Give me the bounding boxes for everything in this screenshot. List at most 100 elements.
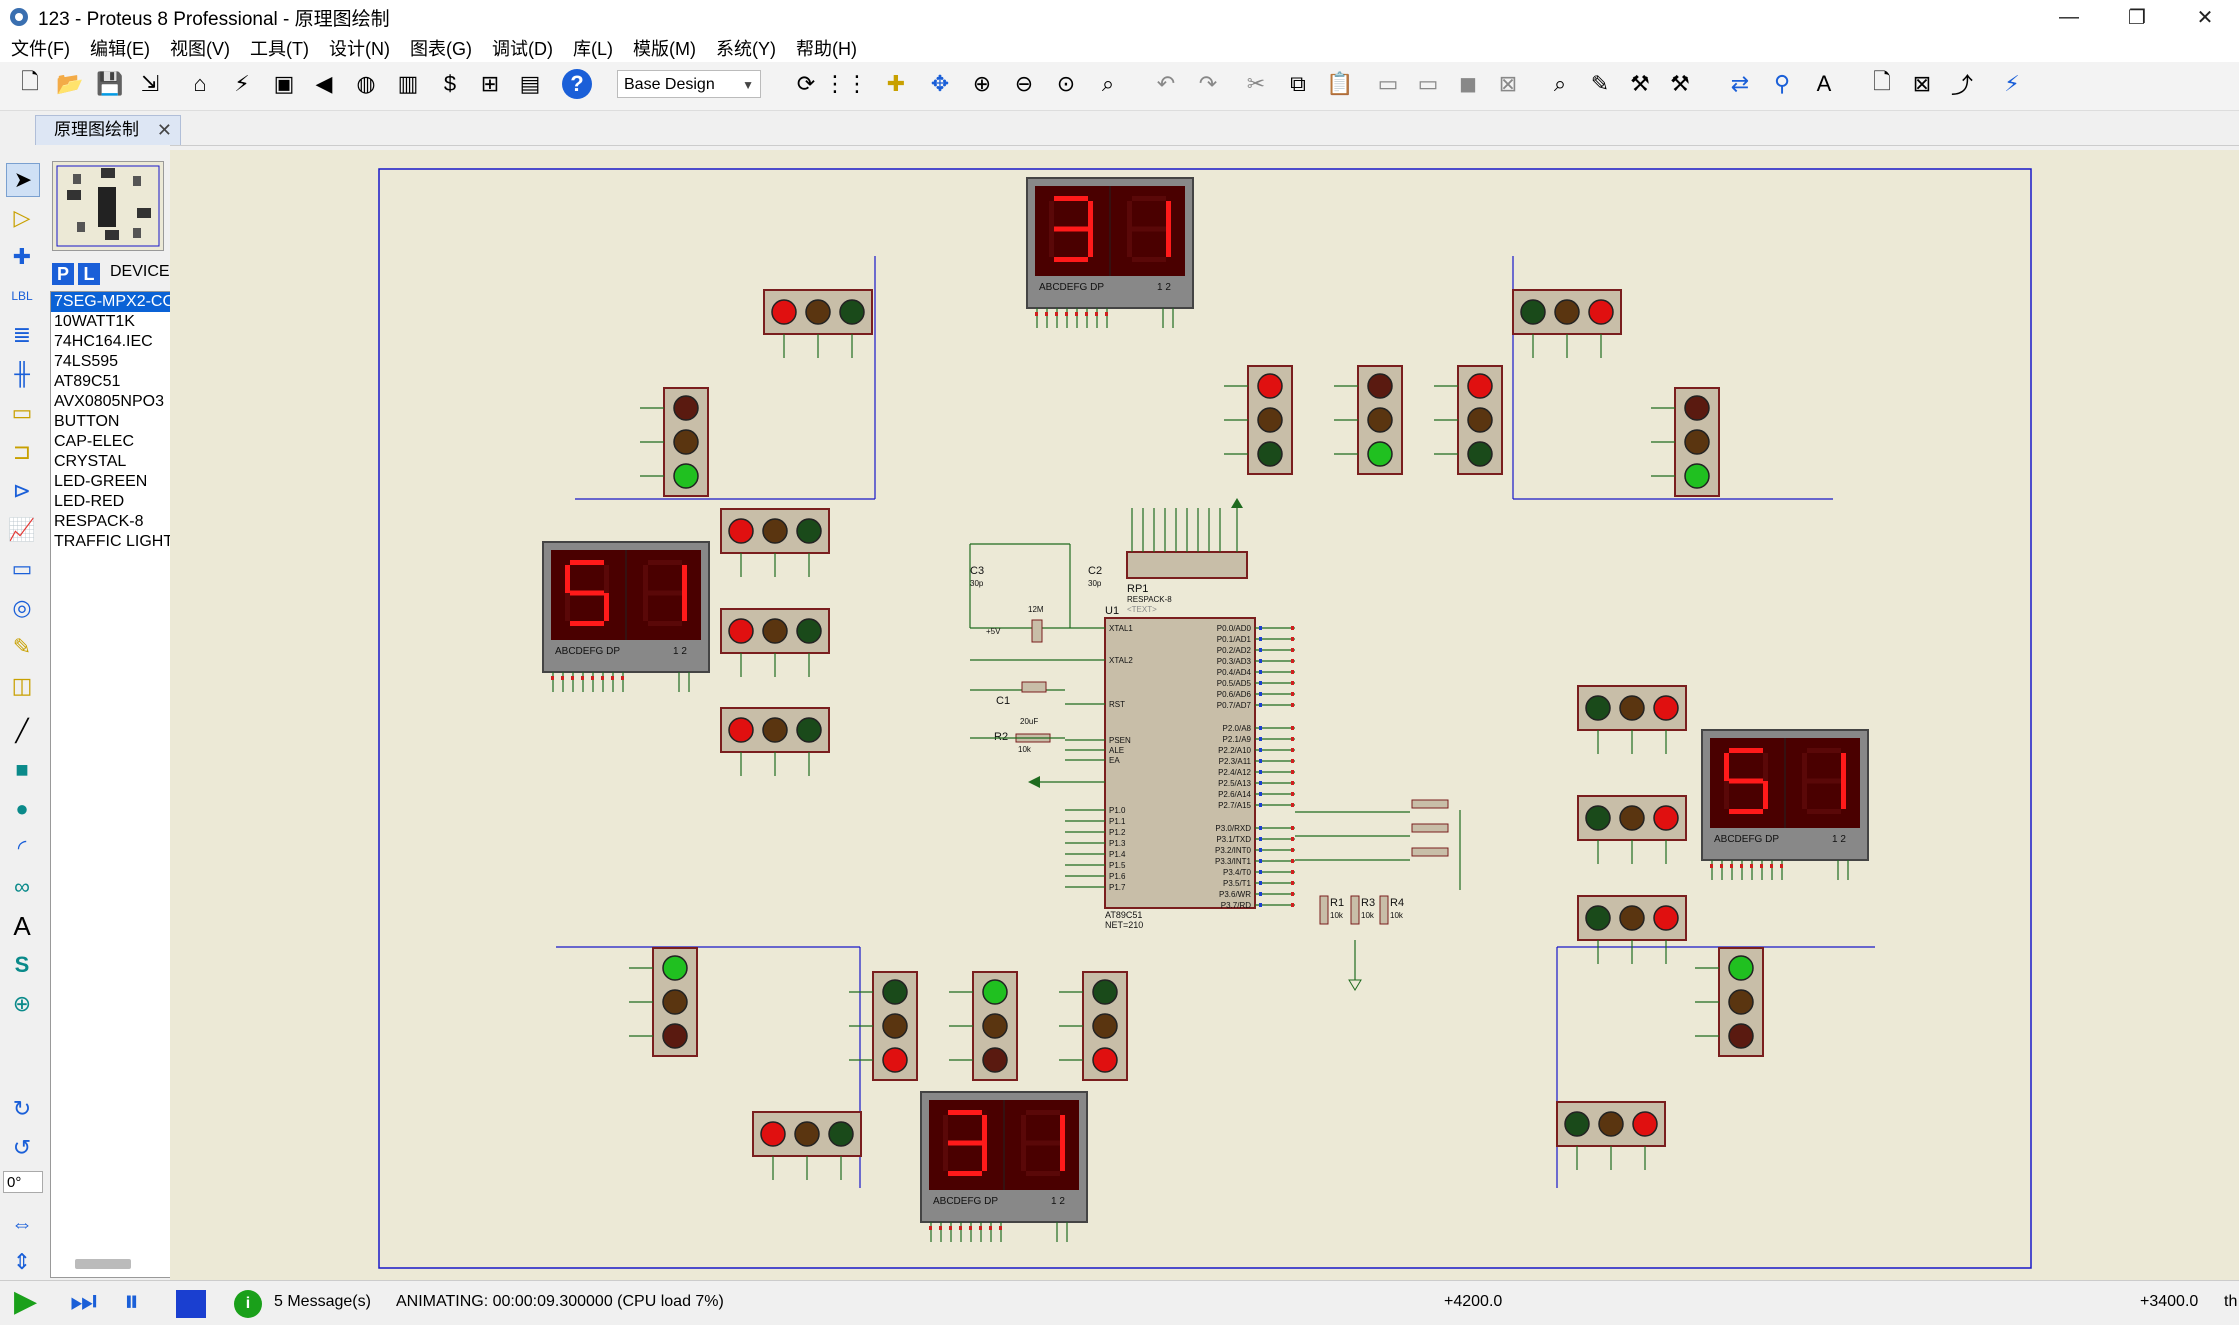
block-copy-icon[interactable]: ▭ [1377, 71, 1399, 96]
close-button[interactable]: ✕ [2196, 6, 2214, 29]
box-icon[interactable]: ■ [15, 757, 29, 782]
undo-icon[interactable]: ↶ [1156, 71, 1176, 96]
generator-icon[interactable]: ◎ [12, 595, 32, 620]
device-item[interactable]: CRYSTAL [54, 453, 127, 470]
horizontal-scrollbar[interactable] [75, 1259, 131, 1269]
device-item[interactable]: 7SEG-MPX2-CC [51, 292, 171, 312]
simulation-icon[interactable]: ◀ [315, 71, 333, 96]
menu-graph[interactable]: 图表(G) [409, 39, 472, 59]
menu-help[interactable]: 帮助(H) [795, 39, 857, 59]
wire-label-icon[interactable]: LBL [11, 289, 33, 303]
tape-recorder-icon[interactable]: ▭ [11, 556, 33, 581]
microcontroller-component[interactable] [1104, 617, 1256, 909]
component-mode-icon[interactable]: ▷ [13, 205, 31, 230]
device-item[interactable]: LED-RED [54, 493, 125, 510]
pick-devices-button[interactable]: P [52, 263, 74, 285]
voltage-probe-icon[interactable]: ✎ [12, 634, 32, 659]
device-item[interactable]: LED-GREEN [54, 473, 148, 490]
menu-template[interactable]: 模版(M) [632, 39, 696, 59]
marker-icon[interactable]: ⊕ [12, 991, 32, 1016]
text-script-icon[interactable]: ≣ [12, 322, 32, 347]
device-item[interactable]: RESPACK-8 [54, 513, 144, 530]
menu-design[interactable]: 设计(N) [328, 39, 390, 59]
search-tag-icon[interactable]: ⚲ [1773, 71, 1791, 96]
pcb-icon[interactable]: ▣ [273, 71, 295, 96]
tab-schematic-capture[interactable]: 原理图绘制 ✕ [35, 115, 181, 145]
import-icon[interactable]: ⇲ [140, 71, 160, 96]
maximize-button[interactable]: ❐ [2128, 6, 2146, 29]
rotate-anticlockwise-icon[interactable]: ↺ [12, 1135, 32, 1160]
zoom-area-icon[interactable]: ⌕ [1101, 71, 1115, 96]
new-sheet-icon[interactable]: 🗋 [1873, 69, 1891, 94]
origin-icon[interactable]: ✚ [886, 71, 906, 96]
device-item[interactable]: CAP-ELEC [54, 433, 135, 450]
resistor-component[interactable] [1379, 895, 1389, 925]
resistor-pack-component[interactable] [1126, 551, 1248, 579]
source-code-icon[interactable]: ⊞ [480, 71, 500, 96]
info-icon[interactable]: i [234, 1290, 262, 1318]
push-button-component[interactable] [1411, 799, 1449, 809]
selection-mode-icon[interactable]: ➤ [6, 163, 40, 197]
close-tab-icon[interactable]: ✕ [156, 120, 172, 140]
minimize-button[interactable]: — [2059, 5, 2079, 28]
junction-dot-icon[interactable]: ✚ [12, 244, 32, 269]
graph-icon[interactable]: 📈 [8, 517, 36, 542]
device-item[interactable]: AVX0805NPO3 [54, 393, 164, 410]
path-icon[interactable]: ∞ [14, 874, 30, 899]
circle-icon[interactable]: ● [15, 796, 29, 821]
pan-icon[interactable]: ✥ [930, 71, 950, 96]
resistor-component[interactable] [1350, 895, 1360, 925]
device-pins-icon[interactable]: ⊳ [12, 478, 32, 503]
menu-edit[interactable]: 编辑(E) [89, 39, 150, 59]
buses-icon[interactable]: ╫ [14, 361, 30, 386]
device-item[interactable]: BUTTON [54, 413, 120, 430]
bom-icon[interactable]: $ [443, 71, 457, 96]
help-icon[interactable]: ? [562, 69, 592, 99]
3d-view-icon[interactable]: ◍ [356, 71, 376, 96]
arc-icon[interactable]: ◜ [17, 835, 27, 860]
zoom-all-icon[interactable]: ⊙ [1056, 71, 1076, 96]
remove-sheet-icon[interactable]: ⊠ [1912, 71, 1932, 96]
home-icon[interactable]: ⌂ [193, 71, 207, 96]
new-file-icon[interactable]: 🗋 [21, 69, 39, 94]
open-folder-icon[interactable]: 📂 [56, 71, 84, 96]
device-item[interactable]: AT89C51 [54, 373, 121, 390]
copy-icon[interactable]: ⧉ [1290, 71, 1306, 96]
block-move-icon[interactable]: ▭ [1417, 71, 1439, 96]
symbol-icon[interactable]: S [14, 952, 30, 977]
wire-autorouter-icon[interactable]: ⇄ [1730, 71, 1750, 96]
text-icon[interactable]: A [13, 910, 31, 941]
rotation-angle-field[interactable]: 0° [3, 1171, 43, 1193]
gerber-icon[interactable]: ▥ [397, 71, 419, 96]
device-item[interactable]: 74LS595 [54, 353, 119, 370]
terminals-icon[interactable]: ⊐ [12, 439, 32, 464]
zoom-in-icon[interactable]: ⊕ [972, 71, 992, 96]
stop-simulation-icon[interactable] [176, 1290, 206, 1318]
crystal-component[interactable] [1031, 619, 1043, 643]
menu-view[interactable]: 视图(V) [169, 39, 230, 59]
virtual-instruments-icon[interactable]: ◫ [11, 673, 33, 698]
device-item[interactable]: 74HC164.IEC [54, 333, 153, 350]
device-item[interactable]: 10WATT1K [54, 313, 135, 330]
pause-simulation-icon[interactable]: ⏸ [124, 1285, 139, 1318]
play-simulation-icon[interactable]: ▶ [14, 1285, 38, 1318]
cut-icon[interactable]: ✂ [1246, 71, 1266, 96]
paste-icon[interactable]: 📋 [1326, 71, 1354, 96]
design-variant-select[interactable]: Base Design ▼ [617, 70, 761, 98]
capacitor-component[interactable] [1021, 681, 1047, 693]
package-tool-icon[interactable]: ⚒ [1630, 71, 1650, 96]
grid-icon[interactable]: ⋮⋮ [824, 71, 868, 96]
overview-window[interactable] [52, 161, 164, 251]
step-simulation-icon[interactable]: ⏭ [70, 1285, 97, 1318]
refresh-icon[interactable]: ⟳ [796, 71, 816, 96]
rotate-clockwise-icon[interactable]: ↻ [12, 1096, 32, 1121]
make-device-icon[interactable]: ✎ [1590, 71, 1610, 96]
electrical-rule-check-icon[interactable]: ⚡ [2004, 71, 2020, 96]
menu-tools[interactable]: 工具(T) [249, 39, 309, 59]
menu-debug[interactable]: 调试(D) [491, 39, 553, 59]
menu-file[interactable]: 文件(F) [11, 39, 70, 59]
line-icon[interactable]: ╱ [15, 718, 29, 743]
menu-system[interactable]: 系统(Y) [715, 39, 776, 59]
